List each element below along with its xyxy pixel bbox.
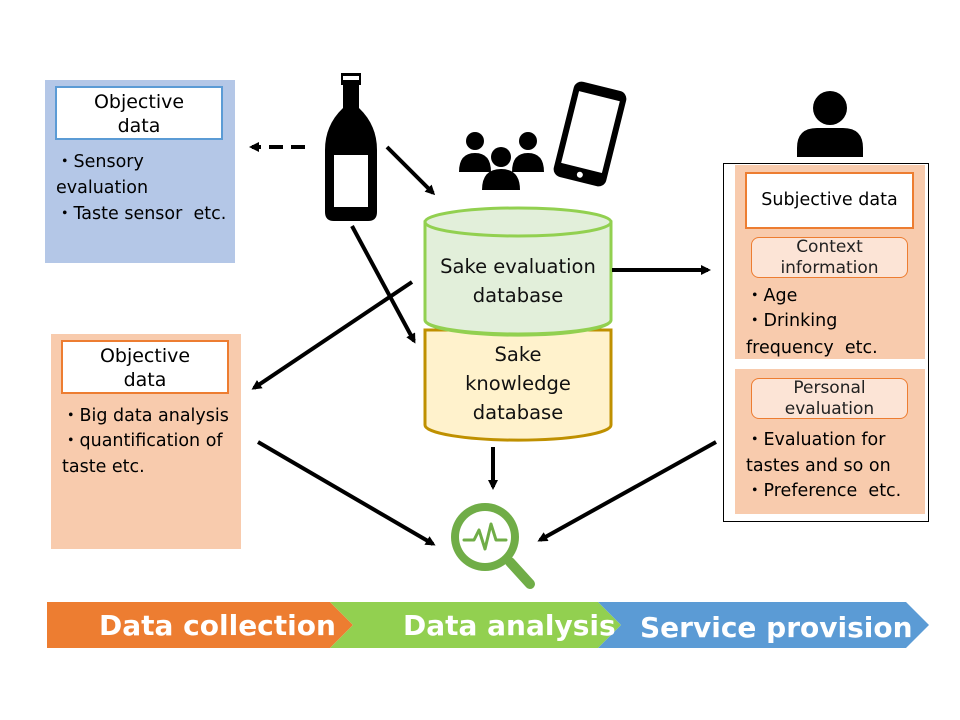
knowledge-db-line3: database — [472, 401, 564, 424]
objective-title-top-line2: data — [117, 115, 161, 137]
stage-bar-service-provision — [598, 602, 929, 648]
arrows — [249, 142, 717, 546]
context-bullet-2-line2: frequency etc. — [746, 338, 878, 358]
knowledge-database-label: Sake knowledge database — [425, 340, 611, 427]
knowledge-db-line1: Sake — [494, 343, 542, 366]
context-information-tag: Context information — [751, 237, 908, 278]
sake-bottle-icon — [325, 73, 377, 221]
evaluation-db-line1: Sake evaluation — [440, 255, 596, 278]
knowledge-db-line2: knowledge — [465, 372, 571, 395]
personal-bullet-1-line2: tastes and so on — [746, 456, 891, 476]
subjective-data-title: Subjective data — [745, 172, 914, 229]
stage-bar-data-analysis — [330, 602, 621, 648]
objective-data-title-bottom: Objective data — [61, 340, 229, 394]
people-group-icon — [459, 132, 544, 190]
arrow-subjective-to-analysis — [537, 440, 717, 542]
arrow-bottle-to-evaluation-db — [385, 145, 436, 196]
objective-top-bullet-1-line2: evaluation — [56, 178, 149, 198]
personal-bullet-2: ・Preference etc. — [746, 481, 902, 501]
knowledge-database-cylinder — [423, 328, 613, 442]
personal-line2: evaluation — [784, 399, 875, 419]
stage-label-service-provision: Service provision — [640, 611, 913, 644]
personal-evaluation-tag: Personal evaluation — [751, 378, 908, 419]
arrow-objective-to-analysis — [256, 440, 436, 546]
objective-top-bullet-2: ・Taste sensor etc. — [56, 204, 227, 224]
stage-bar-data-collection — [47, 602, 353, 648]
stage-label-data-collection: Data collection — [99, 609, 336, 642]
evaluation-database-label: Sake evaluation database — [425, 252, 611, 310]
subjective-title-text: Subjective data — [761, 190, 898, 210]
objective-data-title-top: Objective data — [55, 86, 223, 140]
arrow-db-to-objective-bottom — [251, 280, 414, 390]
personal-line1: Personal — [793, 378, 866, 398]
objective-bottom-bullet-2-line1: ・quantification of — [62, 431, 223, 451]
arrow-bottle-to-knowledge-db — [350, 225, 416, 344]
objective-title-bottom-line1: Objective — [99, 345, 191, 367]
context-line1: Context — [796, 237, 863, 257]
objective-title-top-line1: Objective — [93, 91, 185, 113]
objective-top-bullet-1-line1: ・Sensory — [56, 152, 144, 172]
context-bullet-2-line1: ・Drinking — [746, 311, 838, 331]
personal-bullet-1-line1: ・Evaluation for — [746, 430, 886, 450]
stage-label-data-analysis: Data analysis — [403, 609, 616, 642]
context-line2: information — [780, 258, 879, 278]
objective-title-bottom-line2: data — [123, 369, 167, 391]
user-icon — [797, 91, 863, 157]
context-bullet-1: ・Age — [746, 286, 798, 306]
objective-bottom-bullet-2-line2: taste etc. — [62, 457, 145, 477]
smartphone-icon — [553, 81, 627, 187]
evaluation-database-cylinder — [423, 206, 613, 337]
objective-bottom-bullet-1: ・Big data analysis — [62, 406, 229, 426]
evaluation-db-line2: database — [472, 284, 564, 307]
analysis-magnifier-icon — [451, 503, 535, 589]
